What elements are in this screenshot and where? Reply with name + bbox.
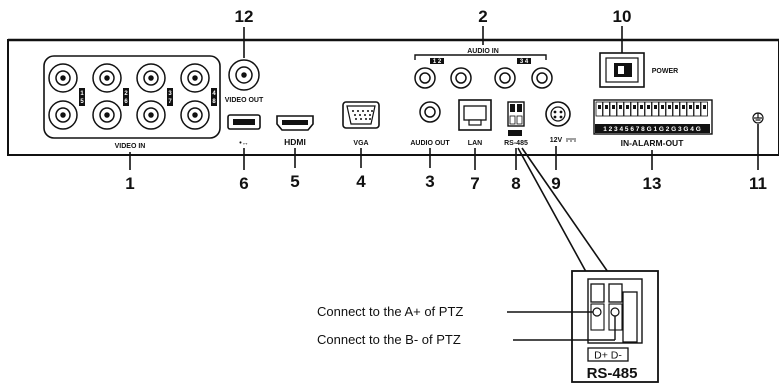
callout-number: 11 [749,174,767,193]
callout-number: 6 [239,174,248,193]
video-in-ch-label: 7 [168,99,172,105]
annotation-b-minus: Connect to the B- of PTZ [317,332,461,347]
lan-port: LAN [458,99,492,147]
video-in-ch-label: 3 [168,91,172,97]
alarm-pin-labels: 1 2 3 4 5 6 7 8 G 1 G 2 G 3 G 4 G [603,126,701,133]
video-out-label: VIDEO OUT [225,97,264,104]
video-out-port [228,59,260,91]
callout-number: 9 [551,174,560,193]
usb-port: •↔ [227,114,261,147]
alarm-label: IN-ALARM-OUT [621,138,685,148]
hdmi-label: HDMI [284,137,306,147]
dc-power-port: 12V [545,101,576,144]
annotation-lines [507,311,616,341]
annotation-a-plus: Connect to the A+ of PTZ [317,304,463,319]
video-in-ch-label: 4 [212,91,216,97]
inset-terminal-label: D+ D- [594,350,622,362]
hdmi-port: HDMI [276,115,314,147]
video-in-ch-label: 5 [80,99,84,105]
callout-number: 8 [511,174,520,193]
vga-label: VGA [353,140,368,147]
video-out-label-line: VIDEO OUT [225,97,264,104]
ground-icon [752,112,764,124]
video-in-label: VIDEO IN [115,143,146,150]
callout-number: 2 [478,7,487,26]
vga-port: VGA [342,101,380,147]
video-in-ch-label: 1 [80,91,84,97]
video-in-block: 1 5 2 6 3 7 4 8 VIDEO IN [43,55,221,150]
video-in-ch-label: 6 [124,99,128,105]
callout-number: 4 [356,172,366,191]
video-in-ch-label: 2 [124,91,128,97]
rear-panel [7,39,779,156]
rs485-small-label: RS-485 [504,140,528,147]
leader-lines [129,26,759,291]
callout-number: 5 [290,172,299,191]
usb-icon: •↔ [239,140,248,147]
audio-in-pair-label: 1 2 [433,59,442,65]
audio-out-label: AUDIO OUT [410,140,450,147]
audio-out-port [419,101,441,123]
callout-number: 3 [425,172,434,191]
lan-label: LAN [468,140,482,147]
callout-number: 13 [643,174,662,193]
alarm-terminal-block: 1 2 3 4 5 6 7 8 G 1 G 2 G 3 G 4 G IN-ALA… [593,99,713,148]
power-label: POWER [652,68,678,75]
video-in-ch-label: 8 [212,99,216,105]
power-switch: POWER [599,52,678,88]
callout-number: 10 [613,7,632,26]
audio-in-block: AUDIO IN 1 2 3 4 [414,48,553,89]
callout-number: 7 [470,174,479,193]
rs485-port: RS-485 [504,101,528,147]
callout-number: 1 [125,174,134,193]
dc-label: 12V [550,137,563,144]
audio-in-label: AUDIO IN [467,48,499,55]
inset-title: RS-485 [587,365,638,382]
callout-number: 12 [235,7,254,26]
audio-in-pair-label: 3 4 [520,59,529,65]
